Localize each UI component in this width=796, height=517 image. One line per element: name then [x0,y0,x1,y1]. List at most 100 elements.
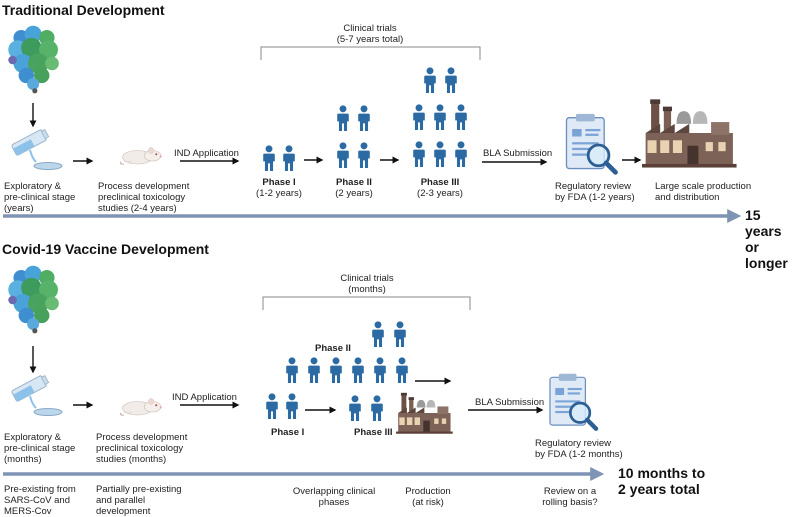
clinical-trials-label: Clinical trials (months) [322,273,412,295]
note-pre-existing: Pre-existing from SARS-CoV and MERS-Cov [4,484,76,517]
phase1-label: Phase I (1-2 years) [251,177,307,199]
stage-line: Process development [98,181,190,192]
clinical-trials-title: Clinical trials [340,273,394,284]
person-icon [308,357,320,384]
person-icon [330,357,342,384]
review-line: by FDA (1-2 years) [555,192,635,203]
clinical-trials-duration: (months) [348,284,386,295]
clinical-trials-duration: (5-7 years total) [336,34,404,45]
person-icon [283,145,295,172]
phase2-label: Phase II [315,343,351,354]
person-icon [352,357,364,384]
person-icon [263,145,275,172]
document-magnifier-icon [550,374,596,429]
note-line: (at risk) [412,497,444,508]
note-line: phases [318,497,350,508]
regulatory-review-label: Regulatory review by FDA (1-2 months) [535,438,623,460]
phase3-group [349,395,383,422]
stage-line: Exploratory & [4,432,62,443]
phase2-label: Phase II (2 years) [326,177,382,199]
section-title-traditional: Traditional Development [2,2,165,18]
regulatory-review-label: Regulatory review by FDA (1-2 years) [555,181,635,203]
stage-line: preclinical toxicology [96,443,184,454]
clinical-trials-label: Clinical trials (5-7 years total) [325,23,415,45]
stage-line: Process development [96,432,188,443]
review-line: Regulatory review [535,438,612,449]
spike-protein-icon [8,265,59,334]
bla-submission-label: BLA Submission [475,397,545,408]
factory-icon [642,99,737,168]
phase-name: Phase II [336,177,372,188]
stage-line: (years) [4,203,34,214]
stage-line: pre-clinical stage [4,443,76,454]
note-production-at-risk: Production (at risk) [400,486,456,508]
person-icon [434,141,446,168]
phase-name: Phase I [262,177,296,188]
stage-line: (months) [4,454,42,465]
person-icon [434,104,446,131]
spike-protein-icon [8,25,59,94]
flask-pour-icon [10,128,64,171]
phase2-group [337,105,370,169]
stage-exploratory: Exploratory & pre-clinical stage (years) [4,181,75,214]
person-icon [371,395,383,422]
phase1-group [263,145,295,172]
person-icon [337,105,349,132]
person-icon [455,104,467,131]
person-icon [266,393,278,420]
phase-duration: (2-3 years) [417,188,463,199]
stage-line: pre-clinical stage [4,192,76,203]
note-rolling-review: Review on a rolling basis? [535,486,605,508]
person-icon [413,141,425,168]
document-magnifier-icon [566,114,615,172]
stage-exploratory: Exploratory & pre-clinical stage (months… [4,432,75,465]
total-line: 10 months to [618,465,706,481]
note-line: Production [405,486,451,497]
person-icon [455,141,467,168]
person-icon [396,357,408,384]
bla-submission-label: BLA Submission [483,148,553,159]
person-icon [445,67,457,94]
bracket [260,46,481,60]
person-icon [424,67,436,94]
factory-icon [396,392,453,434]
note-partially-pre-existing: Partially pre-existing and parallel deve… [96,484,182,517]
person-icon [349,395,361,422]
ind-application-label: IND Application [174,148,239,159]
total-line: or longer [745,239,788,271]
phase-name: Phase III [420,177,460,188]
mouse-icon [120,146,163,165]
person-icon [286,393,298,420]
phase3-label: Phase III (2-3 years) [410,177,470,199]
note-line: SARS-CoV and [4,495,71,506]
person-icon [374,357,386,384]
phase-duration: (2 years) [335,188,373,199]
total-line: 15 years [745,207,782,239]
stage-line: Exploratory & [4,181,62,192]
total-line: 2 years total [618,481,700,497]
note-line: development [96,506,151,517]
clinical-trials-title: Clinical trials [343,23,397,34]
note-line: Partially pre-existing [96,484,182,495]
person-icon [358,142,370,169]
bracket [262,296,471,310]
phase1-label: Phase I [271,427,305,438]
flask-pour-icon [10,374,64,417]
section-title-covid: Covid-19 Vaccine Development [2,241,209,257]
total-duration-covid: 10 months to 2 years total [618,465,705,497]
stage-line: studies (2-4 years) [98,203,177,214]
note-overlapping-phases: Overlapping clinical phases [290,486,378,508]
note-line: rolling basis? [542,497,598,508]
stage-process-development: Process development preclinical toxicolo… [96,432,187,465]
phase-duration: (1-2 years) [256,188,302,199]
stage-line: studies (months) [96,454,167,465]
note-line: MERS-Cov [4,506,52,517]
person-icon [394,321,406,348]
note-line: Pre-existing from [4,484,76,495]
review-line: Regulatory review [555,181,632,192]
person-icon [286,357,298,384]
stage-process-development: Process development preclinical toxicolo… [98,181,189,214]
total-duration-traditional: 15 years or longer [745,207,796,271]
note-line: Review on a [543,486,597,497]
